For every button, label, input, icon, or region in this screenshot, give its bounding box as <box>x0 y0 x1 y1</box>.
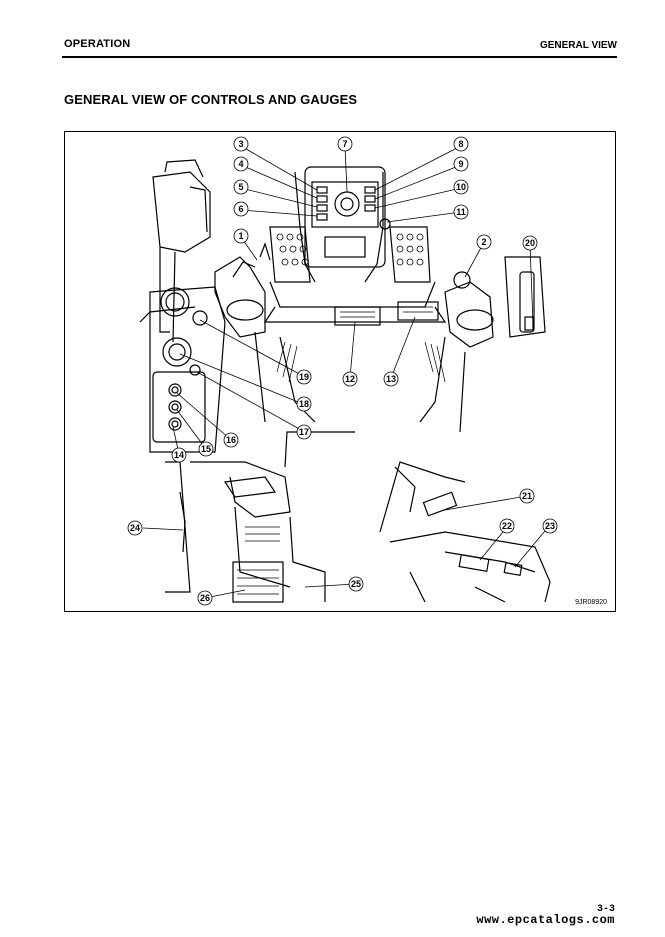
cab-illustration: 1 2 3 4 5 6 7 8 9 10 11 12 13 14 15 16 1… <box>127 136 558 606</box>
watermark: www.epcatalogs.com <box>476 913 615 927</box>
callout-14: 14 <box>174 450 184 460</box>
callout-4: 4 <box>238 159 243 169</box>
section-header: OPERATION <box>64 38 131 50</box>
page-title: GENERAL VIEW OF CONTROLS AND GAUGES <box>64 92 358 107</box>
callout-12: 12 <box>345 374 355 384</box>
callout-21: 21 <box>522 491 532 501</box>
callout-15: 15 <box>201 444 211 454</box>
callout-25: 25 <box>351 579 361 589</box>
callout-8: 8 <box>458 139 463 149</box>
callout-19: 19 <box>299 372 309 382</box>
page-number: 3-3 <box>596 904 615 915</box>
callout-7: 7 <box>342 139 347 149</box>
figure-code: 9JR08920 <box>575 599 607 606</box>
callout-23: 23 <box>545 521 555 531</box>
callout-18: 18 <box>299 399 309 409</box>
callout-9: 9 <box>458 159 463 169</box>
callout-26: 26 <box>200 593 210 603</box>
callout-6: 6 <box>238 204 243 214</box>
callout-22: 22 <box>502 521 512 531</box>
chapter-header: GENERAL VIEW <box>539 40 617 51</box>
controls-figure: 1 2 3 4 5 6 7 8 9 10 11 12 13 14 15 16 1… <box>64 131 616 612</box>
callout-13: 13 <box>386 374 396 384</box>
callout-1: 1 <box>238 231 243 241</box>
callout-17: 17 <box>299 427 309 437</box>
header-divider <box>62 56 617 58</box>
callout-16: 16 <box>226 435 236 445</box>
callout-11: 11 <box>456 207 466 217</box>
callout-5: 5 <box>238 182 243 192</box>
callout-2: 2 <box>481 237 486 247</box>
callout-20: 20 <box>525 238 535 248</box>
callout-24: 24 <box>130 523 140 533</box>
callout-10: 10 <box>456 182 466 192</box>
callout-3: 3 <box>238 139 243 149</box>
